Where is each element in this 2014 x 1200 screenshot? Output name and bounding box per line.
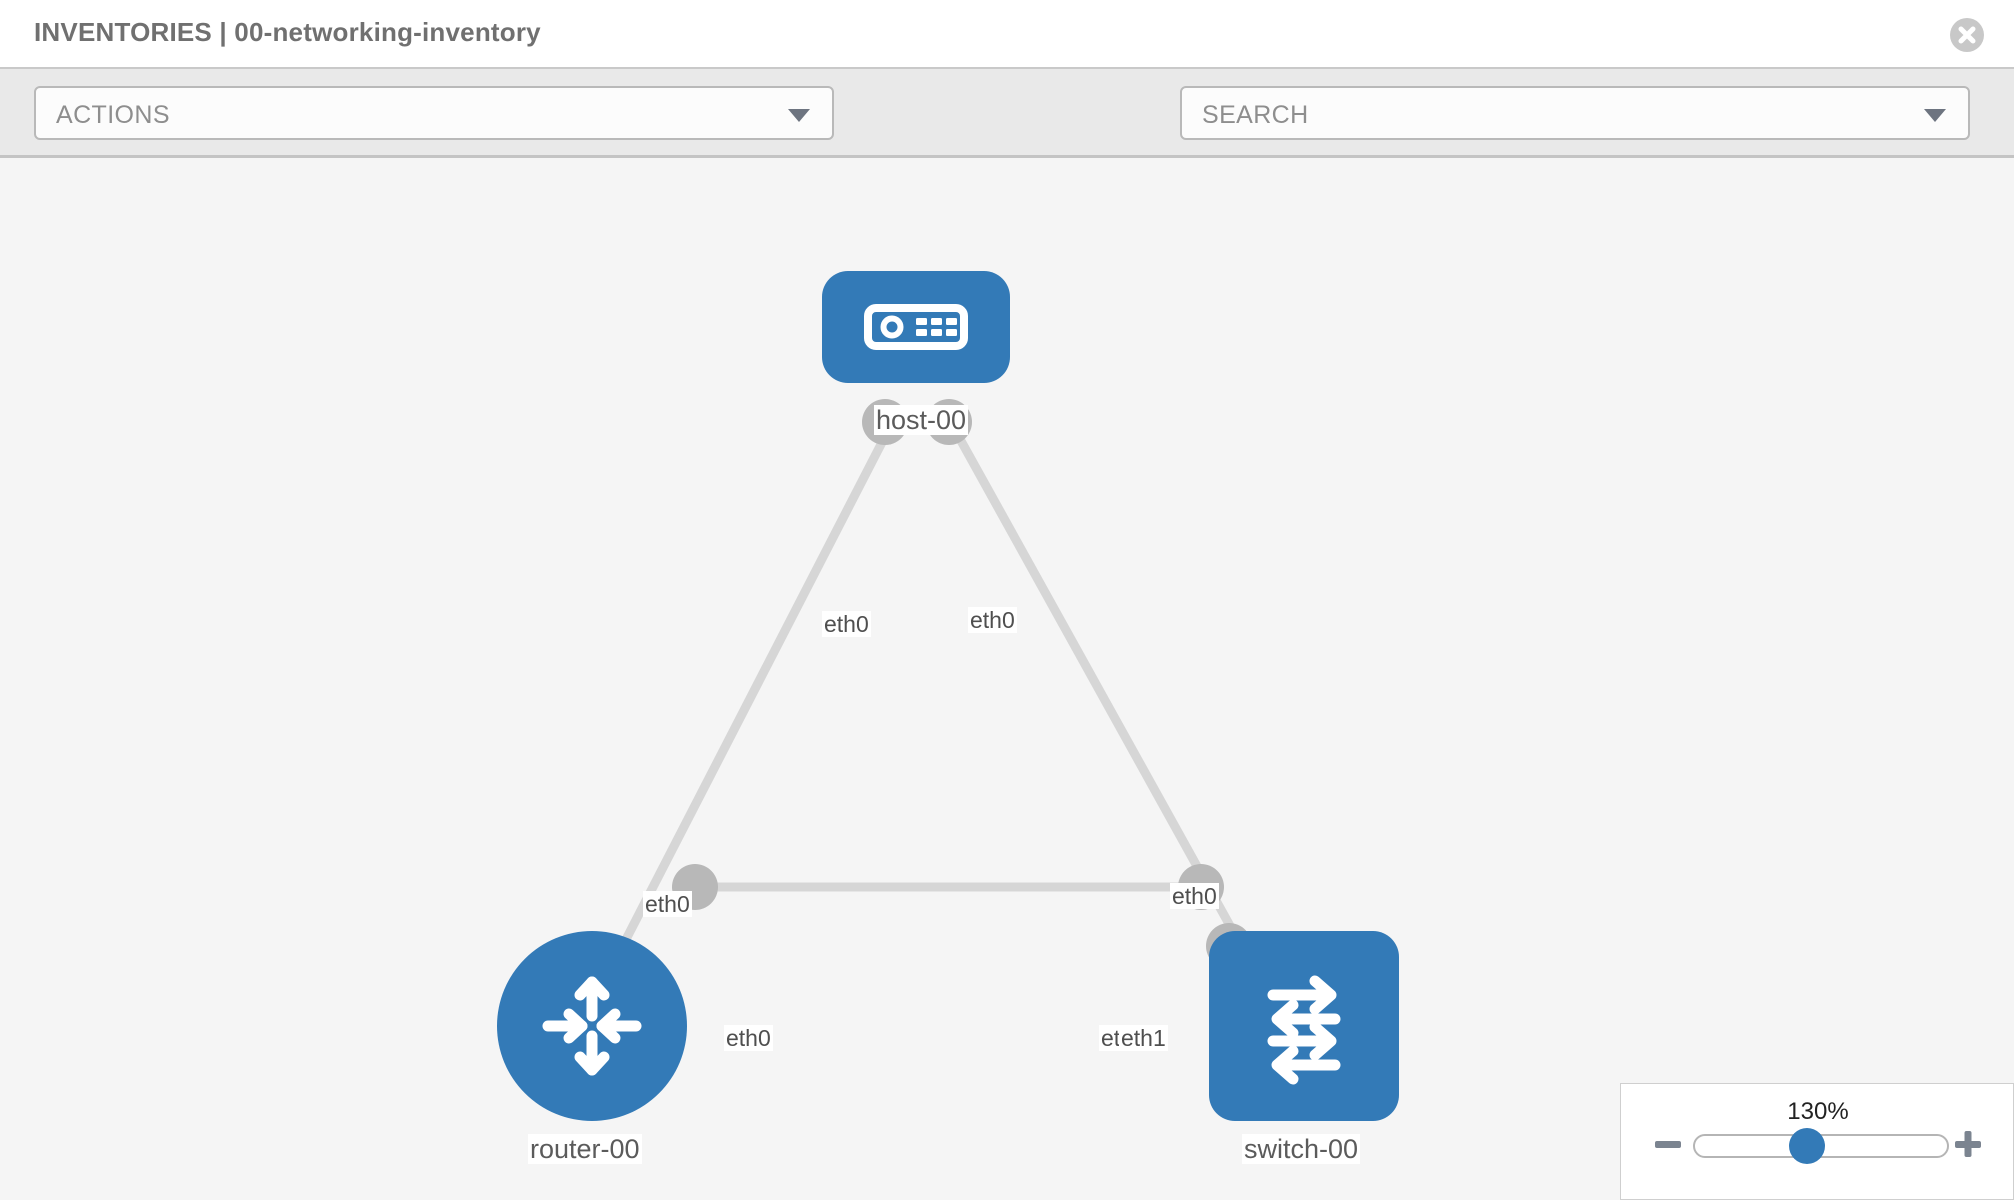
minus-icon[interactable] [1651, 1127, 1685, 1161]
close-icon[interactable] [1950, 18, 1984, 52]
chevron-down-icon [1924, 109, 1946, 122]
edge-label-host-left: eth0 [822, 611, 871, 638]
node-router-00-label: router-00 [528, 1134, 642, 1165]
node-router-00-shape [497, 931, 687, 1121]
edge-label-host-right: eth0 [968, 607, 1017, 634]
edge-label-switch-up: eth0 [1170, 883, 1219, 910]
edge-label-router-up: eth0 [643, 891, 692, 918]
title-bar: INVENTORIES | 00-networking-inventory [0, 0, 2014, 69]
node-host-00-shape [822, 271, 1010, 383]
page-title: INVENTORIES | 00-networking-inventory [34, 17, 541, 47]
zoom-level-value: 130% [1787, 1098, 1849, 1125]
edge-label-switch-left: eth1 [1119, 1025, 1168, 1052]
topology-links [615, 418, 1248, 954]
topology-canvas[interactable]: host-00 [0, 161, 2014, 1200]
zoom-slider-thumb[interactable] [1789, 1128, 1825, 1164]
actions-dropdown-label: ACTIONS [56, 101, 170, 129]
search-input[interactable]: SEARCH [1180, 86, 1970, 140]
node-switch-00-shape [1209, 931, 1399, 1121]
plus-icon[interactable] [1951, 1127, 1985, 1161]
toolbar: ACTIONS SEARC [0, 69, 2014, 200]
router-four-arrows-icon [542, 976, 642, 1076]
switch-bidirectional-icon [1267, 975, 1341, 1085]
edge-label-router-right: eth0 [724, 1025, 773, 1052]
node-switch-00-label: switch-00 [1242, 1134, 1361, 1165]
node-host-00-label: host-00 [874, 405, 969, 436]
server-appliance-icon [864, 304, 968, 350]
zoom-control: 130% [1620, 1083, 2014, 1200]
actions-dropdown[interactable]: ACTIONS [34, 86, 834, 140]
search-placeholder: SEARCH [1202, 101, 1309, 129]
chevron-down-icon [788, 109, 810, 122]
